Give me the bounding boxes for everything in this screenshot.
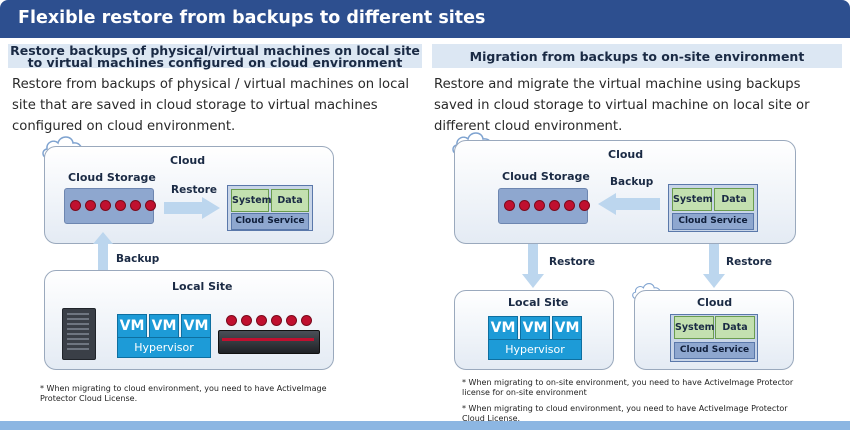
right-data2-box: Data: [715, 316, 755, 339]
left-vm-3: VM: [181, 314, 211, 338]
right-heading-band: [432, 44, 842, 68]
backup-disk-icon: [519, 200, 530, 211]
left-backup-images: [70, 200, 156, 211]
left-system-box: System: [231, 189, 272, 212]
left-heading-band: [8, 44, 422, 68]
appliance-stripe: [222, 338, 314, 341]
left-license-note: * When migrating to cloud environment, y…: [40, 384, 327, 403]
right-cloud-service2-label: Cloud Service: [674, 342, 755, 359]
right-cloud-label: Cloud: [608, 148, 644, 161]
left-cloud-service-label: Cloud Service: [231, 213, 309, 230]
backup-disk-icon: [271, 315, 282, 326]
right-cloud-storage-label: Cloud Storage: [502, 170, 590, 183]
server-front-panel: [67, 313, 89, 353]
backup-disk-icon: [115, 200, 126, 211]
right-local-site-label: Local Site: [508, 296, 569, 309]
right-vm-3: VM: [552, 316, 582, 340]
right-restore-label-1: Restore: [549, 256, 595, 268]
left-heading-line1: Restore backups of physical/virtual mach…: [10, 43, 420, 58]
right-backup-images: [504, 200, 590, 211]
left-heading-line2: to virtual machines configured on cloud …: [27, 55, 403, 70]
left-cloud-storage-label: Cloud Storage: [68, 171, 156, 184]
page-title: Flexible restore from backups to differe…: [18, 8, 486, 28]
backup-disk-icon: [534, 200, 545, 211]
left-vm-2: VM: [149, 314, 179, 338]
backup-disk-icon: [145, 200, 156, 211]
left-local-site-label: Local Site: [172, 280, 233, 293]
left-cloud-label: Cloud: [170, 154, 206, 167]
right-restore-arrow-2: [703, 244, 725, 288]
footer-bar: [0, 421, 850, 430]
right-license-note-1: * When migrating to on-site environment,…: [462, 378, 794, 397]
left-hypervisor: Hypervisor: [117, 337, 211, 358]
right-system2-box: System: [674, 316, 715, 339]
right-backup-label: Backup: [610, 176, 654, 188]
left-vm-1: VM: [117, 314, 147, 338]
left-backup-arrow: [93, 232, 113, 272]
backup-disk-icon: [301, 315, 312, 326]
left-backup-label: Backup: [116, 253, 160, 265]
right-backup-arrow: [598, 193, 660, 215]
backup-disk-icon: [70, 200, 81, 211]
backup-disk-icon: [241, 315, 252, 326]
backup-appliance-icon: [218, 330, 320, 354]
backup-disk-icon: [564, 200, 575, 211]
right-cloud2-label: Cloud: [697, 296, 733, 309]
backup-disk-icon: [100, 200, 111, 211]
backup-disk-icon: [549, 200, 560, 211]
right-hypervisor: Hypervisor: [488, 339, 582, 360]
backup-disk-icon: [256, 315, 267, 326]
right-restore-label-2: Restore: [726, 256, 772, 268]
left-restore-arrow: [164, 197, 220, 219]
backup-disk-icon: [130, 200, 141, 211]
backup-disk-icon: [504, 200, 515, 211]
left-restore-label: Restore: [171, 184, 217, 196]
right-description: Restore and migrate the virtual machine …: [434, 77, 810, 134]
right-system-box: System: [672, 188, 713, 211]
right-heading: Migration from backups to on-site enviro…: [469, 49, 805, 64]
left-data-box: Data: [271, 189, 309, 212]
backup-disk-icon: [85, 200, 96, 211]
right-cloud-service-label: Cloud Service: [672, 213, 754, 230]
header-bar: [0, 0, 850, 38]
right-vm-1: VM: [488, 316, 518, 340]
backup-disk-icon: [226, 315, 237, 326]
right-data-box: Data: [714, 188, 754, 211]
backup-disk-icon: [286, 315, 297, 326]
right-license-note-2: * When migrating to cloud environment, y…: [462, 404, 788, 423]
right-vm-2: VM: [520, 316, 550, 340]
backup-disk-icon: [579, 200, 590, 211]
left-description: Restore from backups of physical / virtu…: [12, 77, 410, 134]
right-restore-arrow-1: [522, 244, 544, 288]
appliance-backup-images: [226, 315, 312, 326]
